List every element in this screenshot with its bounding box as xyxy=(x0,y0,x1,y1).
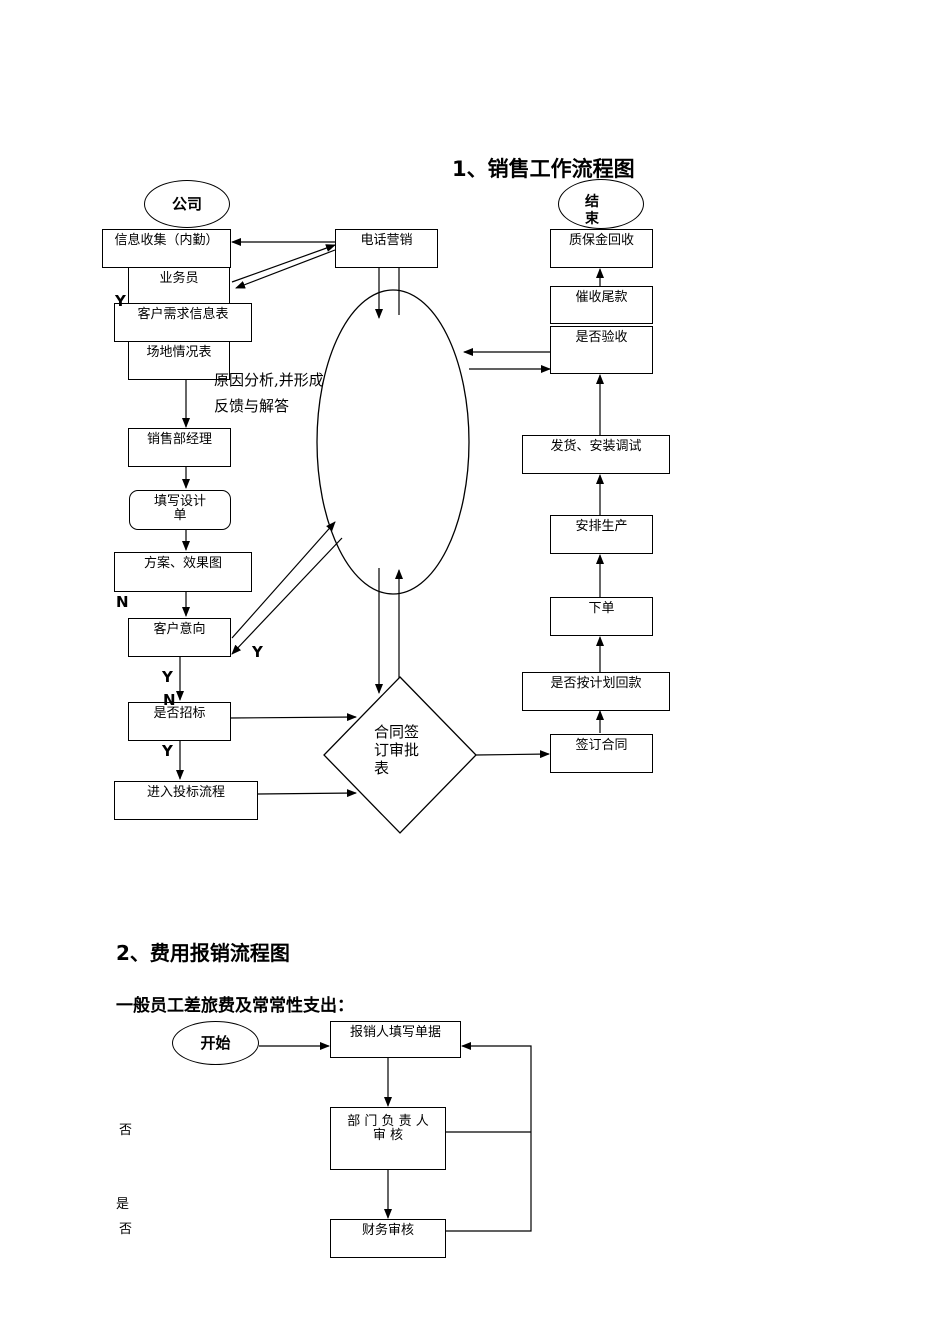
intention-box: 客户意向 xyxy=(128,618,231,657)
demand-form-box: 客户需求信息表 xyxy=(114,303,252,342)
order-label: 下单 xyxy=(588,601,615,616)
sales-manager-box: 销售部经理 xyxy=(128,428,231,467)
salesman-box: 业务员 xyxy=(128,267,230,304)
site-form-box: 场地情况表 xyxy=(128,341,230,380)
contract-approval-label: 合同签订审批表 xyxy=(374,723,420,777)
dept-review-label: 部 门 负 责 人 审 核 xyxy=(347,1114,429,1143)
label-n-bid: N xyxy=(163,691,176,709)
reason-feedback-text: 原因分析,并形成反馈与解答 xyxy=(214,371,324,415)
delivery-label: 发货、安装调试 xyxy=(550,439,642,454)
intention-label: 客户意向 xyxy=(153,622,206,637)
info-collect-box: 信息收集（内勤） xyxy=(102,229,231,268)
info-collect-label: 信息收集（内勤） xyxy=(114,233,219,248)
bid-check-box: 是否招标 xyxy=(128,702,231,741)
fill-form-label: 报销人填写单据 xyxy=(349,1025,441,1040)
acceptance-box: 是否验收 xyxy=(550,326,653,374)
center-ellipse xyxy=(316,289,470,595)
delivery-box: 发货、安装调试 xyxy=(522,435,670,474)
bid-check-label: 是否招标 xyxy=(153,706,206,721)
demand-form-label: 客户需求信息表 xyxy=(137,307,229,322)
warranty-label: 质保金回收 xyxy=(568,233,634,248)
production-label: 安排生产 xyxy=(575,519,628,534)
label-y-top: Y xyxy=(115,292,126,310)
company-node: 公司 xyxy=(144,180,230,228)
sales-manager-label: 销售部经理 xyxy=(146,432,212,447)
design-form-label: 填写设计单 xyxy=(153,494,206,523)
design-form-box: 填写设计单 xyxy=(129,490,231,530)
production-box: 安排生产 xyxy=(550,515,653,554)
site-form-label: 场地情况表 xyxy=(146,345,212,360)
sales-flow-title: 1、销售工作流程图 xyxy=(452,157,635,181)
contract-diamond xyxy=(323,676,477,834)
payment-plan-label: 是否按计划回款 xyxy=(550,676,642,691)
start-node: 开始 xyxy=(172,1021,259,1065)
expense-no-2: 否 xyxy=(119,1222,133,1237)
collect-final-box: 催收尾款 xyxy=(550,286,653,324)
phone-sales-box: 电话营销 xyxy=(335,229,438,268)
end-node: 结束 xyxy=(558,179,644,229)
collect-final-label: 催收尾款 xyxy=(575,290,628,305)
label-n-plan: N xyxy=(116,593,129,611)
finance-review-box: 财务审核 xyxy=(330,1219,446,1258)
bid-process-label: 进入投标流程 xyxy=(146,785,225,800)
plan-label: 方案、效果图 xyxy=(143,556,222,571)
salesman-label: 业务员 xyxy=(159,271,199,286)
label-y-intention: Y xyxy=(252,643,263,661)
warranty-box: 质保金回收 xyxy=(550,229,653,268)
sign-contract-label: 签订合同 xyxy=(575,738,628,753)
plan-box: 方案、效果图 xyxy=(114,552,252,592)
start-label: 开始 xyxy=(200,1034,231,1052)
expense-flow-title: 2、费用报销流程图 xyxy=(116,941,290,965)
dept-review-box: 部 门 负 责 人 审 核 xyxy=(330,1107,446,1170)
expense-no-1: 否 xyxy=(119,1123,133,1138)
bid-process-box: 进入投标流程 xyxy=(114,781,258,820)
label-y-bid: Y xyxy=(162,668,173,686)
expense-yes-1: 是 xyxy=(116,1197,130,1212)
fill-form-box: 报销人填写单据 xyxy=(330,1021,461,1058)
phone-sales-label: 电话营销 xyxy=(360,233,413,248)
company-label: 公司 xyxy=(171,195,202,213)
payment-plan-box: 是否按计划回款 xyxy=(522,672,670,711)
sign-contract-box: 签订合同 xyxy=(550,734,653,773)
acceptance-label: 是否验收 xyxy=(575,330,628,345)
label-y-process: Y xyxy=(162,742,173,760)
order-box: 下单 xyxy=(550,597,653,636)
finance-review-label: 财务审核 xyxy=(361,1223,414,1238)
end-label: 结束 xyxy=(585,194,599,227)
expense-subtitle: 一般员工差旅费及常常性支出： xyxy=(116,996,354,1016)
